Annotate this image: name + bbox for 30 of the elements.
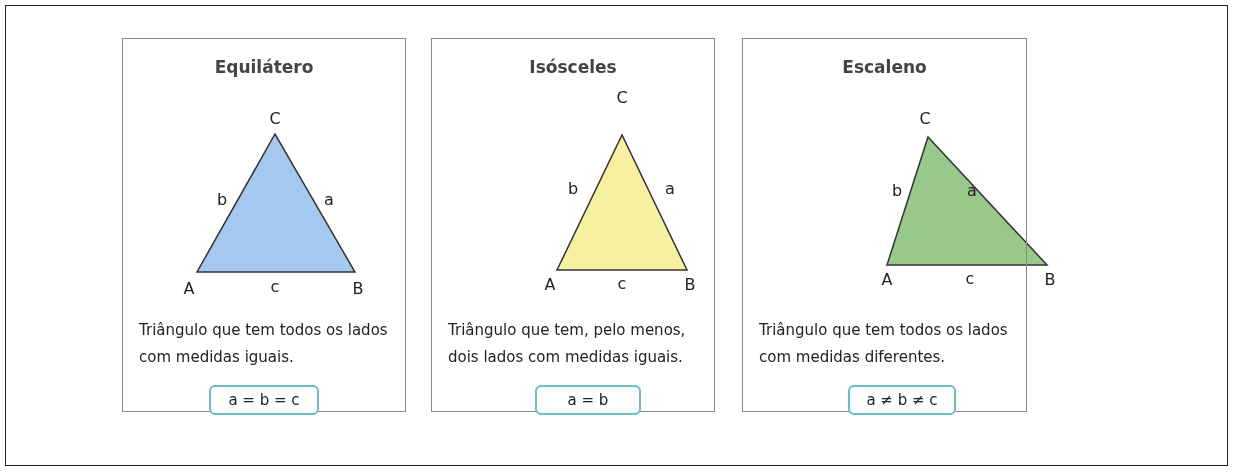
side-label: b (891, 180, 903, 200)
vertex-label: C (919, 108, 931, 128)
info-card (431, 38, 715, 412)
side-label: a (665, 178, 675, 198)
vertex-label: C (616, 87, 628, 107)
vertex-label: B (352, 278, 364, 298)
description-text: Triângulo que tem todos os lados com medidas iguais. (139, 320, 389, 368)
side-label: b (567, 178, 579, 198)
formula-box: a = b = c (209, 385, 319, 415)
vertex-label: B (684, 274, 696, 294)
side-label: a (967, 180, 977, 200)
side-label: c (617, 273, 627, 293)
description-text: Triângulo que tem, pelo menos, dois lados com medidas iguais. (448, 320, 687, 368)
vertex-label: A (881, 269, 893, 289)
side-label: c (270, 276, 280, 296)
card-title: Escaleno (841, 57, 928, 77)
formula-box: a ≠ b ≠ c (848, 385, 956, 415)
vertex-label: B (1044, 269, 1056, 289)
info-card (122, 38, 406, 412)
side-label: c (965, 268, 975, 288)
formula-box: a = b (535, 385, 641, 415)
vertex-label: A (183, 278, 195, 298)
card-title: Equilátero (213, 57, 315, 77)
description-text: Triângulo que tem todos os lados com medidas diferentes. (759, 320, 1009, 368)
vertex-label: C (269, 108, 281, 128)
side-label: b (216, 189, 228, 209)
info-card (742, 38, 1027, 412)
side-label: a (324, 189, 334, 209)
card-title: Isósceles (528, 57, 618, 77)
vertex-label: A (544, 274, 556, 294)
